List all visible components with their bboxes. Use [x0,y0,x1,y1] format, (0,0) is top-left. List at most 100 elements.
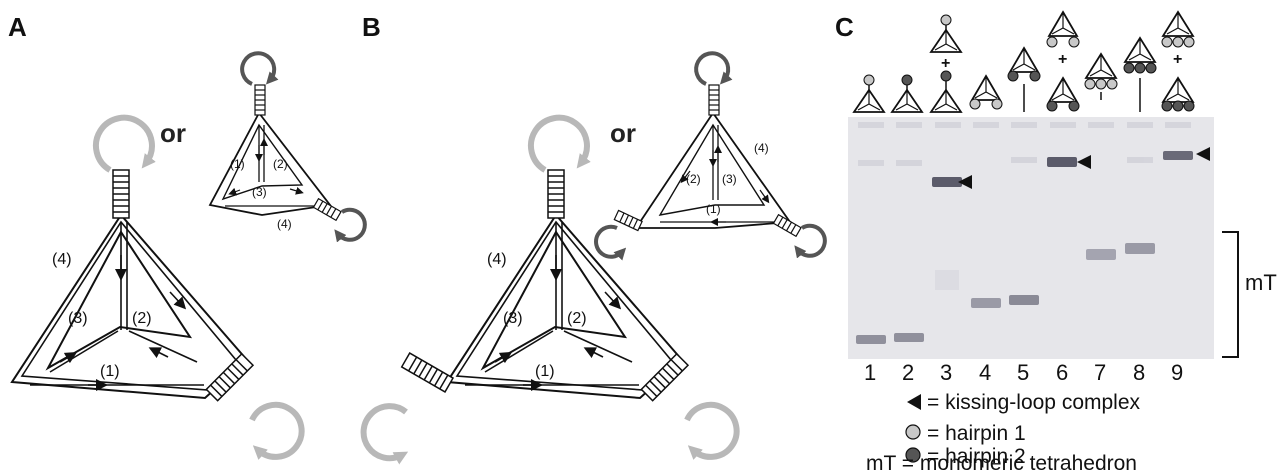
arrow-icon [680,170,691,184]
lane-8-glyph [1123,36,1157,112]
panel-a-strand-label-4: (4) [52,251,72,268]
panel-b-small-strand-label-2: (2) [686,172,701,186]
panel-a-strand-label-3: (3) [68,310,88,327]
kissing-loop-legend-icon [907,394,921,410]
panel-a-small-top-loop-icon [240,51,279,86]
panel-b-or-label: or [610,118,636,148]
panel-b-diagram: (4) (3) (2) (1) or [360,51,827,465]
panel-b-strand-label-2: (2) [567,310,587,327]
panel-b-small-outer-outline [634,111,792,229]
panel-b-left-loop-icon [360,403,409,465]
gel-band-lane-3 [932,177,962,187]
lane-number-8: 8 [1133,360,1145,385]
hairpin-1-icon [1046,36,1058,48]
panel-a-strand-edge [49,330,119,373]
gel-band-lane-9 [1163,151,1193,160]
hairpin-1-icon [863,74,875,86]
lane-number-7: 7 [1094,360,1106,385]
arrow-icon [583,347,604,359]
panel-a-small-strand-label-2: (2) [273,157,288,171]
panel-a-small-inner-outline [221,123,304,201]
hairpin-2-icon [1183,100,1195,112]
mt-label: mT [1245,270,1277,295]
plus-sign: + [1173,51,1182,68]
hairpin-2-icon [1046,100,1058,112]
legend-hairpin-2: = hairpin 2 [927,445,1026,468]
arrow-icon [148,347,169,359]
hairpin-1-icon [1084,78,1096,90]
panel-b-left-stem [400,352,455,393]
panel-b-strand-label-1: (1) [535,363,555,380]
panel-c-label: C [835,12,854,42]
arrow-icon [759,189,770,204]
panel-a-large-inner-outline [45,230,193,371]
panel-b-large-outer-outline [445,213,684,400]
panel-b-strand-label-3: (3) [503,310,523,327]
hairpin-2-icon [1068,100,1080,112]
panel-a-diagram: (4) (3) (2) (1) or (1) (2) (3) (4) [10,51,367,460]
lane-number-3: 3 [940,360,952,385]
hairpin-1-icon [1106,78,1118,90]
panel-a-small-strand-label-3: (3) [252,185,267,199]
panel-a-large-outer-outline [10,213,249,400]
hairpin-1-icon [1068,36,1080,48]
hairpin-2-icon [1161,100,1173,112]
legend-kissing-loop: = kissing-loop complex [927,391,1141,414]
panel-b-small-top-loop-icon [694,51,733,86]
lane-5-glyph [1007,46,1041,112]
panel-c-gel: mT 1 2 3 4 5 6 7 8 9 [848,10,1277,473]
lane-2-glyph [890,74,924,113]
hairpin-2-icon [940,70,952,82]
hairpin-1-icon [1161,36,1173,48]
panel-b-large-inner-outline [480,230,628,371]
panel-b-strand-edge [484,330,554,373]
panel-a-or-label: or [160,118,186,148]
hairpin-2-icon [1145,62,1157,74]
legend-mt: mT = monomeric tetrahedron [866,452,1137,473]
hairpin-1-legend-icon [905,424,921,440]
panel-a-corner-stem [205,352,255,402]
kissing-marker-lane-6-icon [1077,155,1091,169]
arrow-icon [494,351,513,364]
mt-bracket [1222,231,1239,358]
gel-band-lane-7 [1086,249,1116,260]
panel-a-label: A [8,12,27,42]
hairpin-1-icon [940,14,952,26]
panel-a-strand-edge [128,330,198,363]
hairpin-2-icon [1172,100,1184,112]
panel-b-small-right-loop-icon [794,223,827,259]
lane-number-6: 6 [1056,360,1068,385]
legend-hairpin-1: = hairpin 1 [927,422,1026,445]
hairpin-2-icon [1134,62,1146,74]
panel-a-small-corner-loop-icon [334,207,367,243]
arrow-icon [59,351,78,364]
panel-b-strand-edge [563,330,633,363]
kissing-marker-lane-9-icon [1196,147,1210,161]
gel-band-lane-4 [971,298,1001,308]
lane-number-4: 4 [979,360,991,385]
arrow-icon [604,291,622,310]
plus-sign: + [1058,51,1067,68]
hairpin-1-icon [1183,36,1195,48]
panel-a-small-outer-outline [208,111,332,216]
hairpin-2-icon [1007,70,1019,82]
panel-b-small-strand-label-3: (3) [722,172,737,186]
panel-a-small-strand-label-1: (1) [230,157,245,171]
panel-a-strand-label-1: (1) [100,363,120,380]
gel-band-lane-1 [856,335,886,344]
lane-6-glyph: + [1046,10,1080,112]
hairpin-1-icon [969,98,981,110]
arrow-icon [289,187,304,195]
panel-b-label: B [362,12,381,42]
gel-band-lane-5 [1009,295,1039,305]
lane-4-glyph [969,74,1003,110]
panel-b-right-stem [640,352,690,402]
lane-9-glyph: + [1161,10,1195,112]
panel-b-small-strand-label-1: (1) [706,202,721,216]
panel-a-top-loop-icon [92,114,156,173]
kissing-marker-lane-3-icon [958,175,972,189]
gel-band-lane-2 [894,333,924,342]
hairpin-1-icon [991,98,1003,110]
